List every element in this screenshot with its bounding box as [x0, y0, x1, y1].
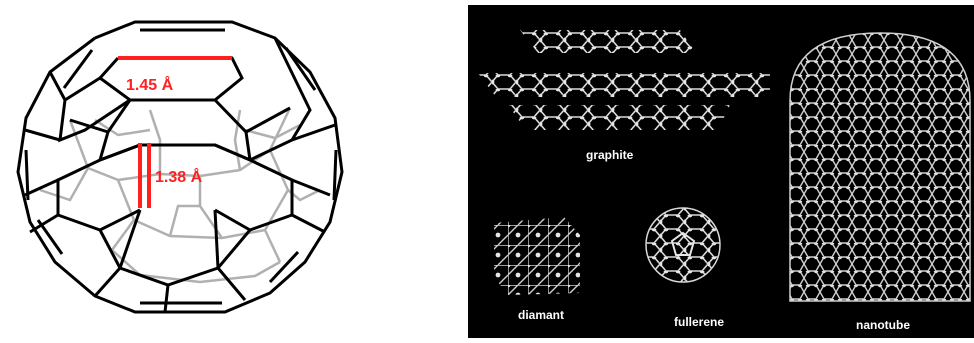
c60-structure-svg: 1.45 Å 1.38 Å [16, 20, 344, 314]
nanotube-model [789, 32, 971, 302]
diamond-model [494, 217, 580, 295]
fullerene-label: fullerene [674, 315, 725, 329]
single-bond-length-label: 1.45 Å [126, 75, 174, 94]
back-bonds [39, 107, 321, 284]
double-bond-length-label: 1.38 Å [155, 167, 203, 186]
graphite-label: graphite [586, 148, 634, 162]
fullerene-line-drawing: 1.45 Å 1.38 Å [0, 0, 450, 338]
allotropes-svg [478, 30, 971, 302]
front-bonds [16, 20, 344, 314]
nanotube-label: nanotube [856, 318, 910, 332]
diamant-label: diamant [518, 308, 565, 322]
fullerene-model [645, 207, 721, 283]
carbon-allotropes-panel: graphite diamant fullerene nanotube [468, 5, 974, 338]
highlighted-bonds [118, 56, 232, 208]
graphite-model [478, 30, 770, 130]
